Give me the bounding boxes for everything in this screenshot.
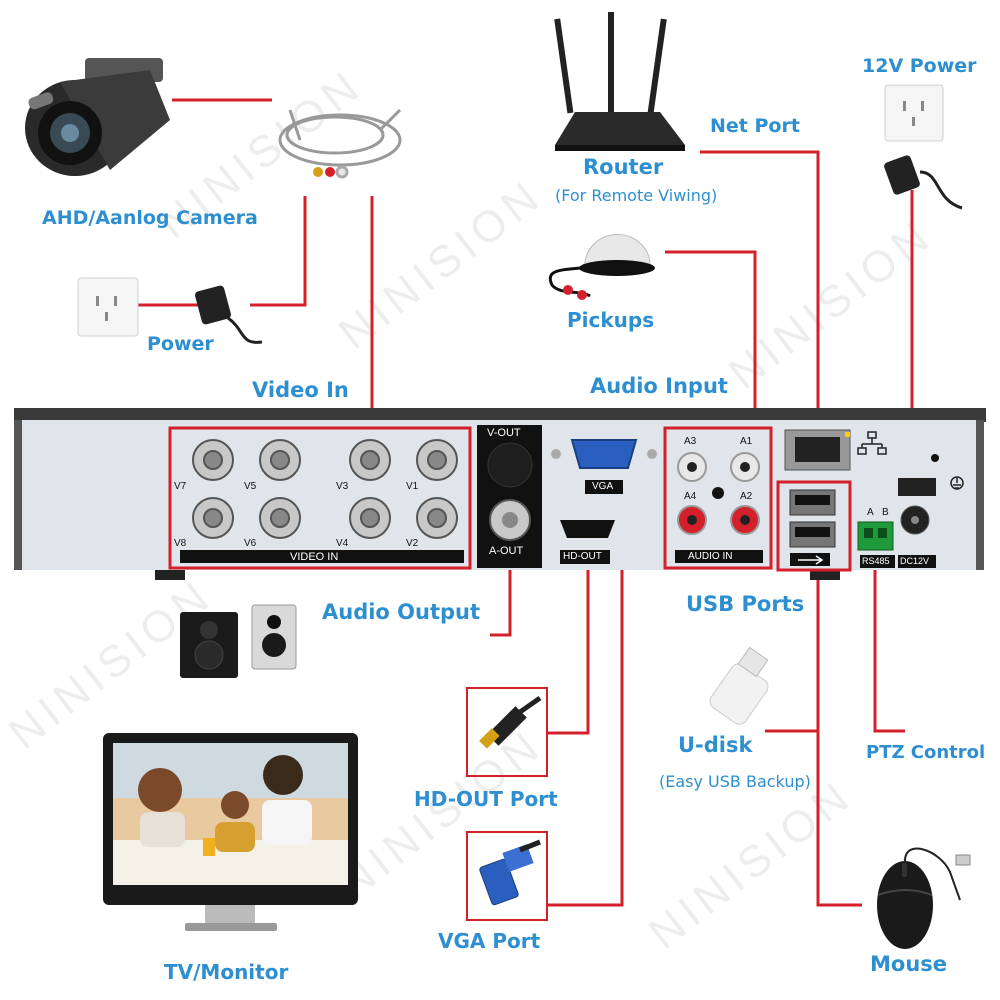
cable-icon bbox=[278, 108, 402, 179]
audio-input-label: Audio Input bbox=[590, 374, 728, 398]
audio-label-a1: A1 bbox=[740, 436, 753, 447]
power-adapter-icon bbox=[884, 155, 963, 210]
bnc-label-v7: V7 bbox=[174, 481, 187, 492]
usb-flash-drive-icon bbox=[709, 646, 769, 725]
vga-port bbox=[551, 439, 657, 494]
bnc-label-v1: V1 bbox=[406, 481, 419, 492]
security-camera-icon bbox=[25, 58, 170, 176]
hd-out-panel-text: HD-OUT bbox=[563, 551, 602, 562]
power-12v-label: 12V Power bbox=[862, 55, 977, 77]
camera-label: AHD/Aanlog Camera bbox=[42, 207, 258, 229]
video-in-panel-text: VIDEO IN bbox=[290, 551, 339, 563]
wall-socket-icon bbox=[77, 277, 139, 337]
bnc-label-v3: V3 bbox=[336, 481, 349, 492]
video-in-frame bbox=[168, 426, 472, 570]
monitor-icon bbox=[103, 733, 358, 931]
router-label: Router bbox=[583, 155, 664, 179]
connection-wires bbox=[138, 98, 914, 907]
terminal-a-label: A bbox=[867, 507, 874, 518]
usb-ports bbox=[789, 489, 836, 566]
audio-in-panel-text: AUDIO IN bbox=[688, 551, 733, 562]
ground-icon bbox=[950, 476, 964, 490]
a-out-text: A-OUT bbox=[489, 545, 524, 557]
router-sub-label: (For Remote Viwing) bbox=[555, 186, 718, 205]
v-out-text: V-OUT bbox=[487, 427, 521, 439]
hdout-port-frame bbox=[466, 687, 548, 777]
rs485-panel-text: RS485 bbox=[862, 556, 890, 566]
mouse-icon bbox=[877, 847, 971, 949]
rs485-terminal bbox=[857, 521, 895, 568]
hdout-port-label: HD-OUT Port bbox=[414, 787, 558, 811]
rca-audio-jacks bbox=[677, 452, 760, 535]
network-icon bbox=[857, 431, 887, 455]
bnc-label-v6: V6 bbox=[244, 538, 257, 549]
router-icon bbox=[554, 12, 685, 151]
usb-ports-frame bbox=[776, 480, 852, 572]
bnc-label-v2: V2 bbox=[406, 538, 419, 549]
audio-output-label: Audio Output bbox=[322, 600, 481, 624]
bnc-label-v8: V8 bbox=[174, 538, 187, 549]
vga-panel-text: VGA bbox=[592, 481, 614, 492]
ptz-control-label: PTZ Control bbox=[866, 742, 986, 763]
net-port-label: Net Port bbox=[710, 115, 800, 137]
audio-label-a2: A2 bbox=[740, 491, 753, 502]
video-in-label: Video In bbox=[252, 378, 349, 402]
power-label: Power bbox=[147, 333, 214, 355]
mouse-label: Mouse bbox=[870, 952, 948, 976]
audio-label-a4: A4 bbox=[684, 491, 697, 502]
audio-in-frame bbox=[663, 426, 773, 570]
bnc-label-v4: V4 bbox=[336, 538, 349, 549]
power-adapter-icon bbox=[195, 285, 263, 344]
vga-port-label: VGA Port bbox=[438, 929, 541, 953]
ethernet-port bbox=[784, 429, 851, 471]
vga-cable-icon bbox=[479, 839, 541, 906]
hdmi-port bbox=[560, 520, 615, 564]
udisk-label: U-disk bbox=[678, 733, 753, 757]
usb-ports-label: USB Ports bbox=[686, 592, 805, 616]
microphone-pickup-icon bbox=[548, 234, 655, 300]
terminal-b-label: B bbox=[882, 507, 889, 518]
bnc-connectors bbox=[192, 439, 458, 539]
audio-label-a3: A3 bbox=[684, 436, 697, 447]
vga-port-frame bbox=[466, 831, 548, 921]
udisk-sub-label: (Easy USB Backup) bbox=[659, 772, 811, 791]
dc12v-panel-text: DC12V bbox=[900, 556, 930, 566]
dc-power-jack bbox=[898, 478, 936, 568]
pickups-label: Pickups bbox=[567, 308, 655, 332]
bnc-label-v5: V5 bbox=[244, 481, 257, 492]
tv-monitor-label: TV/Monitor bbox=[164, 960, 289, 984]
speakers-icon bbox=[180, 604, 297, 678]
hdmi-cable-icon bbox=[479, 695, 542, 749]
wall-socket-icon bbox=[884, 84, 944, 142]
